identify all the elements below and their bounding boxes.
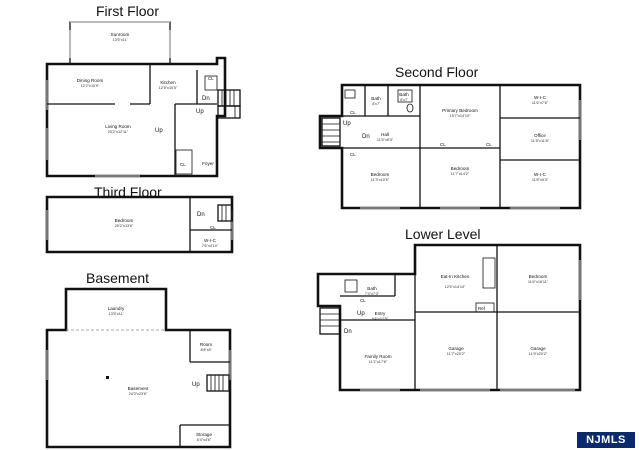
room-name: Bedroom [371, 172, 390, 177]
njmls-logo: NJMLS [577, 432, 635, 448]
room-name: Basement [128, 386, 149, 391]
room-name: Garage [448, 346, 464, 351]
stairs-up-label: Up [196, 109, 204, 115]
room-dim: 7'4"x7'3" [365, 292, 380, 296]
room-name: Bedroom [529, 274, 548, 279]
stairs-up-label: Up [192, 382, 200, 388]
closet-label: CL [360, 298, 366, 303]
room-dim: 12'5"x14'10" [445, 285, 466, 289]
basement-plan: Basement Laundry 13'5"x11' Room 8'8"x9' … [45, 270, 232, 449]
room-dim: 11'3"x10'6" [371, 178, 390, 182]
room-name: Primary Bedroom [442, 108, 478, 113]
stairs-down-label: Dn [362, 134, 370, 140]
room-dim: 25'2"x13'6" [115, 224, 134, 228]
room-name: Garage [530, 346, 546, 351]
stairs-down-label: Dn [197, 212, 205, 218]
room-dim: 8'x7' [372, 102, 380, 106]
closet-label: CL [180, 162, 186, 167]
second-floor-plan: Second Floor Bath 8'x7' Bath 8'x7' Prima… [318, 64, 582, 210]
room-dim: 11'9"x20'2" [529, 352, 548, 356]
room-name: Kitchen [160, 80, 176, 85]
closet-label: CL [350, 110, 356, 115]
room-dim: 12'8"x10'5" [159, 86, 178, 90]
closet-label: CL [440, 142, 446, 147]
room-dim: 11'5"x8'3" [377, 138, 394, 142]
room-name: Laundry [108, 306, 125, 311]
room-name: Office [534, 133, 546, 138]
room-name: Bath [367, 286, 377, 291]
basement-title: Basement [86, 270, 149, 286]
room-name: Entry [375, 311, 386, 316]
room-name: Sunroom [111, 32, 130, 37]
room-name: Storage [196, 432, 213, 437]
stairs-down-label: Dn [344, 329, 352, 335]
first-floor-walls [45, 56, 227, 178]
room-name: Eat-In Kitchen [441, 274, 470, 279]
room-dim: 11'8"x11'8" [531, 139, 550, 143]
room-dim: 9'4"x12'5" [372, 317, 389, 321]
sunroom-outline [69, 21, 171, 65]
closet-label: CL [486, 142, 492, 147]
room-dim: 11'6"x7'6" [532, 101, 549, 105]
room-dim: 6'4"x4'6" [197, 438, 212, 442]
room-dim: 8'x7' [400, 98, 408, 102]
basement-walls [45, 287, 232, 449]
first-floor-plan: First Floor Sunroom 13'5"x11' Dining Roo… [45, 3, 241, 178]
room-dim: 24'3"x23'8" [129, 392, 148, 396]
closet-label: CL [210, 225, 216, 230]
lower-level-plan: Lower Level Eat-In Kitchen 12'5"x14'10" … [316, 226, 582, 392]
stairs-up-label: Up [343, 121, 351, 127]
room-name: W-I-C [534, 95, 547, 100]
room-name: Hall [381, 132, 389, 137]
second-floor-title: Second Floor [395, 64, 479, 80]
third-floor-plan: Third Floor Bedroom 25'2"x13'6" W-I-C 7'… [45, 184, 234, 254]
room-name: Bedroom [115, 218, 134, 223]
room-name: Bath [371, 96, 381, 101]
room-name: Foyer [202, 161, 214, 166]
stairs-up-label: Up [357, 311, 365, 317]
first-floor-title: First Floor [96, 3, 159, 19]
closet-label: CL [208, 76, 214, 81]
lower-level-title: Lower Level [405, 226, 481, 242]
room-name: Bedroom [451, 166, 470, 171]
stairs-up-label: Up [155, 128, 163, 134]
room-name: Bath [399, 92, 409, 97]
room-name: Room [200, 342, 212, 347]
lower-level-walls [316, 243, 582, 392]
room-dim: 15'7"x14'10" [450, 114, 471, 118]
room-dim: 13'5"x11' [113, 38, 128, 42]
room-dim: 7'6"x4'10" [202, 244, 219, 248]
stairs-down-label: Dn [202, 96, 210, 102]
room-name: W-I-C [204, 238, 217, 243]
room-dim: 13'5"x11' [109, 312, 124, 316]
room-dim: 11'7"x14'2" [451, 172, 470, 176]
room-name: Family Room [364, 354, 391, 359]
room-name: W-I-C [534, 172, 547, 177]
room-dim: 12'2"x10'9" [81, 84, 100, 88]
room-name: Dining Room [77, 78, 104, 83]
room-dim: 25'2"x12'11" [108, 130, 129, 134]
room-dim: 11'8"x9'3" [532, 178, 549, 182]
room-dim: 11'7"x20'2" [447, 352, 466, 356]
fridge-label: Ref [478, 306, 486, 311]
closet-label: CL [350, 152, 356, 157]
room-dim: 8'8"x9' [200, 348, 211, 352]
room-dim: 11'1"x17'6" [369, 360, 388, 364]
room-name: Living Room [105, 124, 131, 129]
room-dim: 11'6"x16'11" [528, 280, 549, 284]
